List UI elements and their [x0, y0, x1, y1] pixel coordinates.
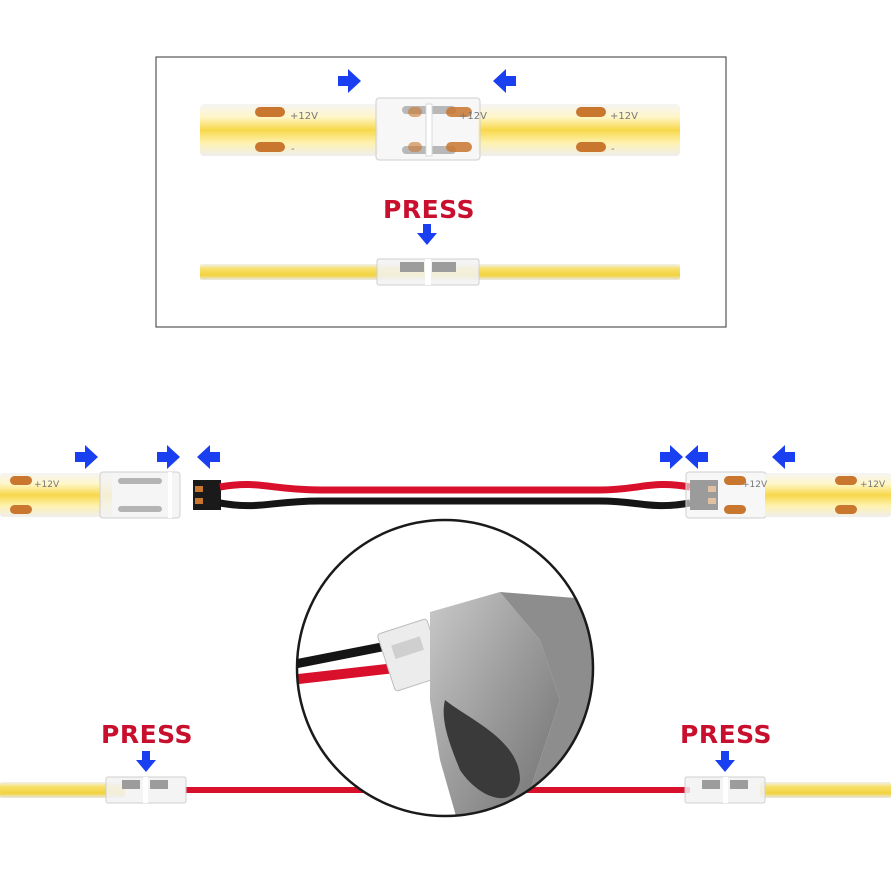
voltage-label: +12V: [742, 480, 768, 490]
minus-label: -: [611, 144, 615, 155]
arrow-down-icon: [136, 751, 156, 772]
led-strip-left-top: [200, 104, 378, 156]
led-strip-joined-bottom-right: [684, 776, 891, 804]
led-strip-left-middle: [0, 473, 112, 517]
wire-pcb-left: [193, 480, 221, 510]
press-label-top: PRESS: [383, 195, 476, 224]
voltage-label: +12V: [860, 480, 886, 490]
press-label-right: PRESS: [680, 720, 773, 749]
connector-middle-left: [99, 471, 181, 519]
arrow-left-icon: [772, 445, 795, 469]
arrow-left-icon: [493, 69, 516, 93]
arrow-left-icon: [197, 445, 220, 469]
minus-label: -: [291, 144, 295, 155]
voltage-label: +12V: [34, 480, 60, 490]
arrow-left-icon: [685, 445, 708, 469]
led-strip-right-top: [478, 104, 680, 156]
connector-top: [375, 97, 481, 161]
arrow-right-icon: [338, 69, 361, 93]
arrow-right-icon: [157, 445, 180, 469]
wire-black: [219, 497, 691, 510]
connector-middle-right: [685, 471, 767, 519]
voltage-label: +12V: [610, 111, 638, 122]
press-tool-icon: [295, 518, 595, 818]
arrow-right-icon: [75, 445, 98, 469]
voltage-label: +12V: [459, 111, 487, 122]
wire-red: [219, 481, 691, 494]
arrow-right-icon: [660, 445, 683, 469]
arrow-down-icon: [715, 751, 735, 772]
arrow-down-icon: [417, 224, 437, 245]
voltage-label: +12V: [290, 111, 318, 122]
led-strip-joined-top: [200, 258, 680, 286]
led-strip-joined-bottom-left: [0, 776, 187, 804]
press-label-left: PRESS: [101, 720, 194, 749]
led-strip-right-middle: [765, 473, 891, 517]
